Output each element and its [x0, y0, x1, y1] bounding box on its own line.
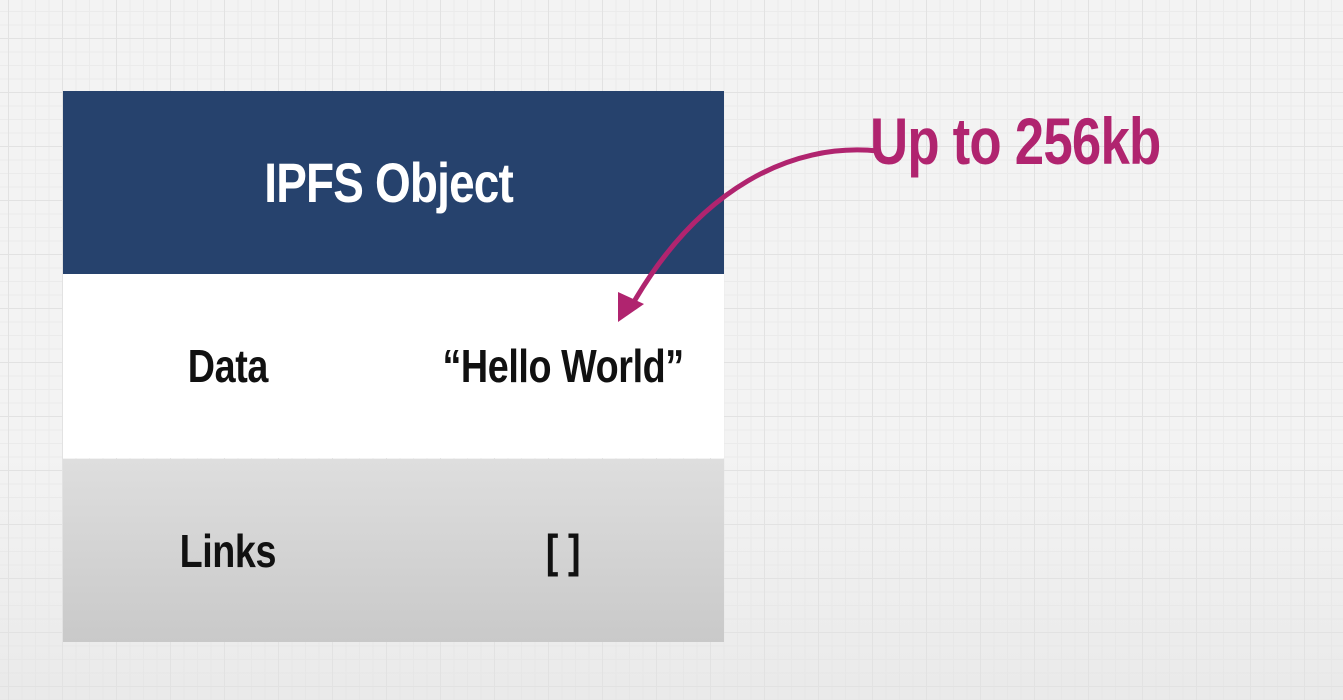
links-key-label: Links	[179, 524, 277, 577]
links-value-text: [ ]	[545, 524, 581, 577]
data-key-label: Data	[187, 340, 269, 392]
data-value: “Hello World”	[403, 274, 723, 458]
links-row: Links [ ]	[63, 459, 724, 642]
object-header: IPFS Object	[63, 91, 724, 274]
data-key: Data	[123, 274, 333, 458]
data-value-text: “Hello World”	[442, 340, 684, 392]
links-value: [ ]	[403, 459, 723, 642]
ipfs-object-card: IPFS Object Data “Hello World” Links [ ]	[63, 91, 724, 642]
data-row: Data “Hello World”	[63, 274, 724, 458]
size-annotation-text: Up to 256kb	[870, 104, 1161, 178]
size-annotation: Up to 256kb	[870, 103, 1270, 193]
links-key: Links	[123, 459, 333, 642]
object-title: IPFS Object	[264, 151, 514, 214]
